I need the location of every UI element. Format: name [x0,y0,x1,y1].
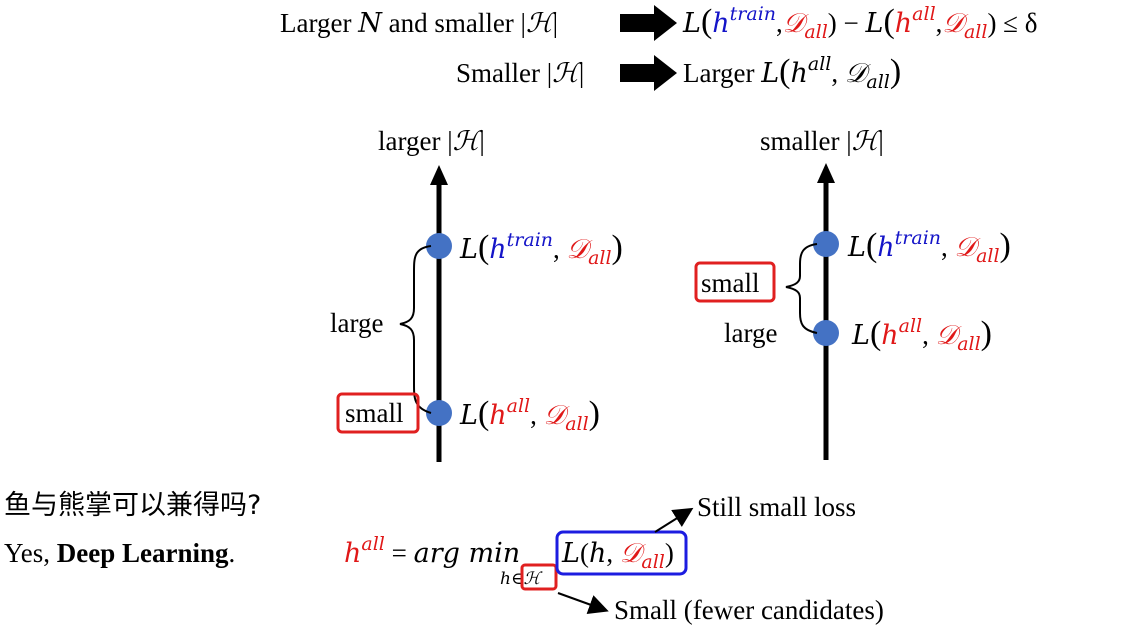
right-small-box [694,261,776,303]
header-line2: Smaller |ℋ| [456,58,584,89]
right-axis-arrow-icon [817,163,835,183]
left-upper-label: L(htrain, 𝒟all) [459,229,623,269]
right-lower-node [813,320,839,346]
right-upper-node [813,231,839,257]
left-small-label: small [345,398,404,428]
hypothesis-set-box [520,563,558,591]
fewer-candidates-arrow [557,592,609,614]
still-small-loss-arrow [654,507,694,533]
header-line1-formula: L(htrain,𝒟all) − L(hall,𝒟all) ≤ δ [682,3,1037,43]
note-fewer-candidates: Small (fewer candidates) [614,595,884,625]
note-still-small-loss: Still small loss [697,492,856,522]
right-small-label: small [701,268,760,298]
left-axis-arrow-icon [430,165,448,185]
left-lower-label: L(hall, 𝒟all) [459,395,600,435]
left-upper-node [426,233,452,259]
right-lower-label: L(hall, 𝒟all) [851,315,992,355]
left-lower-node [426,400,452,426]
right-brace-icon [785,243,818,334]
header-line2-result: Larger L(hall, 𝒟all) [683,53,901,93]
argmin-formula: hall = arg min [344,533,520,569]
loss-term-box [555,530,688,576]
right-large-label: large [724,318,777,348]
loss-term: L(h, 𝒟all) [561,538,674,573]
right-upper-label: L(htrain, 𝒟all) [847,227,1011,267]
left-brace-label: large [330,308,383,338]
left-small-box [336,392,420,434]
chinese-question: 鱼与熊掌可以兼得吗? [4,490,261,521]
argmin-subscript: h∈ℋ [500,569,544,589]
implies-arrow-icon [620,5,677,41]
left-axis-title: larger |ℋ| [378,126,485,157]
right-axis-title: smaller |ℋ| [760,126,884,157]
answer-line: Yes, Deep Learning. [4,538,235,568]
header-line1: Larger N and smaller |ℋ| [280,8,558,39]
implies-arrow-icon [620,55,677,91]
left-brace-icon [399,245,432,414]
